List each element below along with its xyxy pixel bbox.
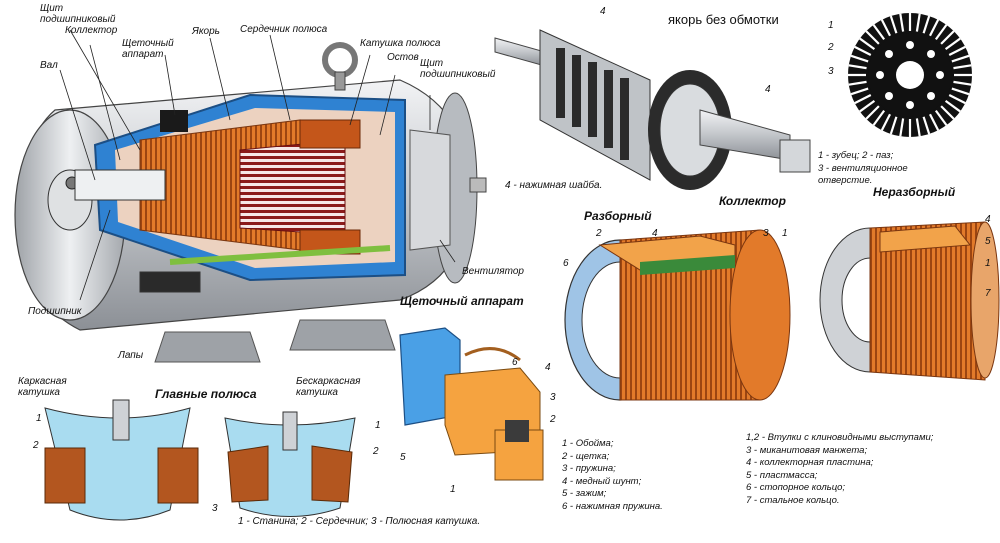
- poles-right-label: Бескаркасная катушка: [296, 376, 361, 398]
- poles-caption: 1 - Станина; 2 - Сердечник; 3 - Полюсная…: [238, 516, 481, 527]
- collector-right-num-1: 1: [985, 258, 991, 269]
- armature-title: якорь без обмотки: [668, 12, 779, 27]
- collector-left-num-6: 6: [563, 258, 569, 269]
- lamination-slot: [922, 15, 931, 34]
- brush-legend: 1 - Обойма; 2 - щетка; 3 - пружина; 4 - …: [562, 438, 663, 512]
- lamination-slot: [934, 109, 948, 126]
- lamination-slot: [944, 99, 961, 113]
- brush-illustration: [399, 327, 544, 481]
- leader-lines: [59, 29, 456, 301]
- lamination-slot: [854, 45, 872, 57]
- lamination-slot: [850, 87, 869, 96]
- collector-right-num-4: 4: [985, 214, 991, 225]
- poles-title: Главные полюса: [155, 387, 257, 401]
- lamination-slot: [915, 118, 921, 137]
- collector-solid-illustration: [819, 221, 1000, 381]
- lamination-slot: [940, 105, 955, 120]
- poles-left-num-3: 3: [212, 503, 218, 514]
- lamination-slot: [928, 113, 940, 131]
- lamination-slot: [934, 24, 948, 41]
- lamination-slot: [948, 93, 966, 105]
- armature-num-top: 4: [600, 6, 606, 17]
- collector-left-num-4: 4: [652, 228, 658, 239]
- lamination-slot: [928, 19, 940, 37]
- lamination-slot: [880, 19, 892, 37]
- lamination-slot: [940, 30, 955, 45]
- poles-right-num-2: 2: [373, 446, 379, 457]
- collector-right-title: Неразборный: [873, 185, 956, 199]
- lamination-illustration: [848, 13, 972, 137]
- armature-caption: 4 - нажимная шайба.: [505, 180, 603, 191]
- lamination-slot: [953, 64, 972, 70]
- collector-right-num-7: 7: [985, 288, 991, 299]
- lamination-slot: [948, 45, 966, 57]
- lamination-num-3: 3: [828, 66, 834, 77]
- lamination-num-1: 1: [828, 20, 834, 31]
- label-brush-apparatus: Щеточный аппарат: [122, 38, 174, 60]
- armature-illustration: [494, 29, 811, 190]
- label-pole-coil: Катушка полюса: [360, 38, 441, 49]
- lamination-slot: [865, 30, 880, 45]
- collector-left-num-3: 3: [763, 228, 769, 239]
- lamination-caption: 1 - зубец; 2 - паз; 3 - вентиляционное о…: [818, 150, 908, 186]
- lamination-slot: [865, 105, 880, 120]
- lamination-slot: [859, 99, 876, 113]
- label-collector: Коллектор: [65, 25, 118, 36]
- brush-num-4: 4: [545, 362, 551, 373]
- lamination-num-2: 2: [828, 42, 834, 53]
- collector-right-num-5: 5: [985, 236, 991, 247]
- collector-left-num-2: 2: [596, 228, 602, 239]
- collector-left-num-1: 1: [782, 228, 788, 239]
- poles-right-num-1: 1: [375, 420, 381, 431]
- brush-num-3: 3: [550, 392, 556, 403]
- label-armature: Якорь: [192, 26, 220, 37]
- brush-num-6: 6: [512, 357, 518, 368]
- label-frame: Остов: [387, 52, 419, 63]
- poles-left-label: Каркасная катушка: [18, 376, 67, 398]
- motor-illustration: [14, 42, 487, 363]
- lamination-slot: [899, 13, 905, 32]
- label-shield-bearing-right: Щит подшипниковый: [420, 58, 496, 80]
- lamination-slot: [951, 54, 970, 63]
- lamination-slot: [915, 13, 921, 32]
- lamination-slot: [899, 118, 905, 137]
- lamination-slot: [848, 80, 867, 86]
- lamination-slot: [889, 15, 898, 34]
- brush-num-5: 5: [400, 452, 406, 463]
- lamination-slot: [880, 113, 892, 131]
- collector-demountable-illustration: [564, 229, 791, 401]
- lamination-slot: [850, 54, 869, 63]
- collector-left-title: Разборный: [584, 209, 652, 223]
- lamination-slot: [953, 80, 972, 86]
- lamination-slot: [889, 116, 898, 135]
- label-bearing: Подшипник: [28, 306, 82, 317]
- lamination-slot: [944, 37, 961, 51]
- lamination-slot: [859, 37, 876, 51]
- collector-title: Коллектор: [719, 194, 786, 208]
- collector-legend: 1,2 - Втулки с клиновидными выступами; 3…: [746, 432, 934, 506]
- brush-num-2: 2: [550, 414, 556, 425]
- poles-illustration: [44, 399, 356, 521]
- label-pole-core: Сердечник полюса: [240, 24, 328, 35]
- lamination-slot: [872, 109, 886, 126]
- label-shield-bearing-left: Щит подшипниковый: [40, 3, 116, 25]
- poles-left-num-1: 1: [36, 413, 42, 424]
- poles-left-num-2: 2: [33, 440, 39, 451]
- armature-num-right: 4: [765, 84, 771, 95]
- label-feet: Лапы: [118, 350, 144, 361]
- label-fan: Вентилятор: [462, 266, 524, 277]
- brush-title: Щеточный аппарат: [400, 294, 524, 308]
- lamination-slot: [922, 116, 931, 135]
- lamination-slot: [872, 24, 886, 41]
- label-shaft: Вал: [40, 60, 58, 71]
- brush-num-1: 1: [450, 484, 456, 495]
- lamination-slot: [951, 87, 970, 96]
- lamination-slot: [848, 64, 867, 70]
- lamination-slot: [854, 93, 872, 105]
